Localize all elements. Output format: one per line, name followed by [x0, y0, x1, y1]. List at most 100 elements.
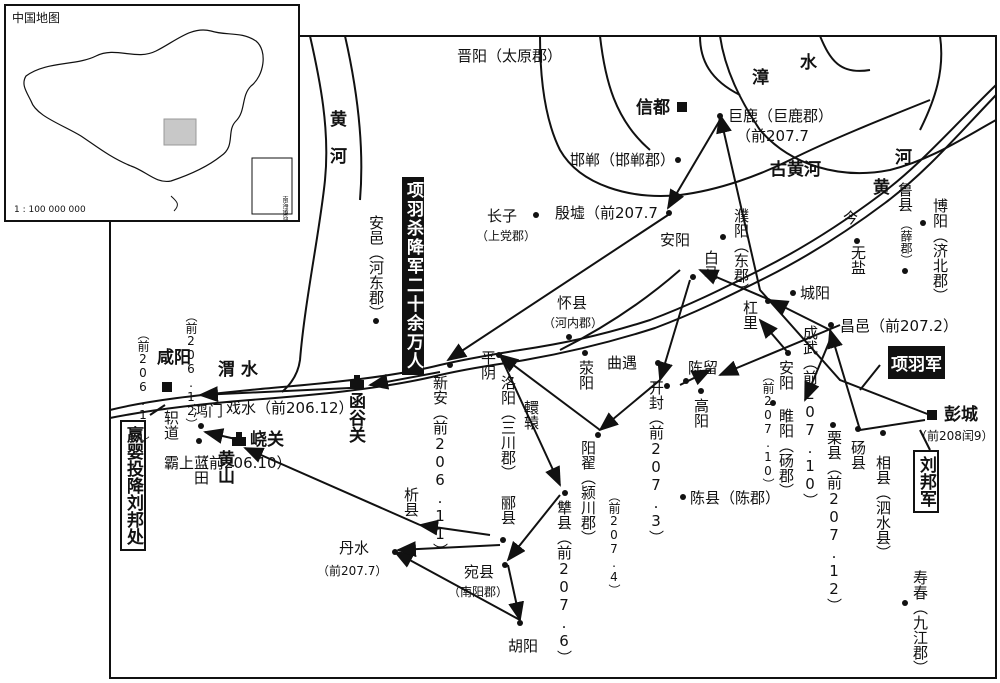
- dot-suiyang: [770, 400, 776, 406]
- place-huaixian: 怀县: [557, 294, 588, 312]
- dot-boyang: [920, 220, 926, 226]
- dot-gaoyang: [698, 388, 704, 394]
- place-gaoyang: 高阳: [692, 398, 710, 428]
- place-yangdi-date: （前207.4）: [607, 490, 621, 596]
- place-huaixian-sub: （河内郡）: [543, 316, 604, 330]
- route-liubang-8: [506, 494, 561, 562]
- route-liubang-18: [804, 339, 831, 402]
- wei-river-upper: [109, 94, 997, 419]
- callout-xiangyu-army: 项羽军: [888, 346, 945, 379]
- dot-lixian: [830, 422, 836, 428]
- route-xiangyu-1: [716, 113, 931, 416]
- river-huanghe-east2: 黄: [873, 178, 890, 198]
- place-danshui: 丹水: [339, 539, 370, 557]
- dot-chenxian: [680, 494, 686, 500]
- place-yinxu: 殷墟（前207.7: [555, 204, 658, 222]
- callout-lines: [149, 364, 931, 451]
- tributary-5: [919, 35, 943, 131]
- place-puyang: 濮阳（东郡）: [732, 208, 750, 298]
- place-quyu: 曲遇: [607, 354, 638, 372]
- place-xishui: 戏水（前206.12）: [226, 399, 354, 417]
- ziying-callout-line: [149, 404, 166, 416]
- dot-anyi: [373, 318, 379, 324]
- route-liubang-2: [768, 299, 831, 331]
- place-huanyuan: 轘辕: [522, 400, 540, 430]
- dot-changzi: [533, 212, 539, 218]
- dot-handan: [675, 157, 681, 163]
- dot-pingyin: [496, 352, 502, 358]
- route-liubang-6: [498, 353, 601, 431]
- inset-south-sea: 南海诸岛: [281, 196, 288, 220]
- route-liubang-11: [396, 541, 501, 558]
- place-wuyan: 无盐: [849, 245, 867, 275]
- place-boyang: 博阳（济北郡）: [931, 198, 949, 303]
- river-zhang-2: 水: [800, 53, 817, 73]
- dot-zhidao: [198, 423, 204, 429]
- tributary-2: [699, 35, 741, 96]
- place-hongmen: 鸿门: [193, 402, 224, 420]
- routes: [198, 113, 931, 622]
- route-liubang-15: [758, 318, 791, 356]
- place-julu: 巨鹿（巨鹿郡）: [728, 107, 834, 125]
- place-kaifeng: 开封（前207.3）: [647, 380, 665, 545]
- route-xiangyu-5: [198, 386, 351, 403]
- dot-huaixian: [566, 334, 572, 340]
- place-xianyang-date2: （前206.12）: [184, 310, 198, 430]
- route-liubang-5: [598, 379, 661, 432]
- dot-chengyang: [790, 290, 796, 296]
- callout-ziying: 嬴婴投降刘邦处: [120, 420, 146, 551]
- route-liubang-10: [393, 551, 521, 621]
- place-jinyang: 晋阳（太原郡）: [457, 47, 563, 65]
- tributary-1: [599, 35, 651, 151]
- dot-xiangxian: [880, 430, 886, 436]
- huanghe-west: [281, 35, 328, 393]
- route-xiangyu-3: [446, 214, 669, 362]
- dot-huyang: [517, 620, 523, 626]
- dot-bashang: [196, 438, 202, 444]
- callout-xiangyu-slaughter: 项羽杀降军二十余万人: [402, 177, 424, 375]
- dot-luxian: [902, 268, 908, 274]
- dot-lixian2: [500, 537, 506, 543]
- place-shouchun: 寿春（九江郡）: [911, 570, 929, 675]
- dot-chengwu: [785, 350, 791, 356]
- pass-marker-yaoguan: [232, 432, 246, 446]
- place-pengcheng: 彭城: [944, 405, 978, 425]
- river-huanghe-east: 河: [895, 148, 912, 168]
- xiangyu-callout-line: [859, 364, 881, 391]
- place-xinan: 新安（前206.11）: [431, 375, 449, 558]
- dot-gangli: [765, 298, 771, 304]
- dot-puyang: [720, 234, 726, 240]
- place-zhidao: 轵道: [162, 410, 180, 440]
- place-chengwu: 成武（前207.10）: [801, 325, 819, 508]
- route-liubang-17: [718, 324, 841, 376]
- route-xiangyu-4: [368, 371, 441, 390]
- dot-luoyang: [508, 360, 514, 366]
- zhang-river: [719, 35, 997, 174]
- place-luxian-sub: （薛郡）: [899, 218, 913, 266]
- place-yaoguan: 峣关: [250, 430, 284, 450]
- place-anyi: 安邑（河东郡）: [367, 215, 385, 320]
- route-xiangyu-2: [666, 119, 721, 210]
- tributary-3: [819, 35, 871, 72]
- inset-scale: 1 : 100 000 000: [14, 205, 86, 215]
- route-liubang-3: [698, 269, 771, 301]
- capital-marker-pengcheng: [927, 410, 937, 420]
- river-zhang-1: 漳: [752, 68, 769, 88]
- dot-wanxian: [502, 562, 508, 568]
- place-changyi: 昌邑（前207.2）: [840, 317, 958, 335]
- place-changzi: 长子: [487, 207, 518, 225]
- place-huyang: 胡阳: [508, 637, 539, 655]
- route-liubang-4: [657, 279, 691, 382]
- place-danshui-date: （前207.7）: [317, 564, 388, 578]
- dot-yangdi: [595, 432, 601, 438]
- place-huangshan: 黄山: [214, 450, 234, 484]
- capital-marker-xindu: [677, 102, 687, 112]
- place-chuxian: 犨县（前207.6）: [555, 500, 573, 665]
- dot-chenliu: [683, 378, 689, 384]
- place-yangdi: 阳翟（颍川郡）: [579, 440, 597, 545]
- liubang-callout-line: [919, 429, 931, 451]
- china-outline: [23, 29, 293, 215]
- capital-marker-xianyang: [162, 382, 172, 392]
- place-lixian2: 郦县: [499, 495, 517, 525]
